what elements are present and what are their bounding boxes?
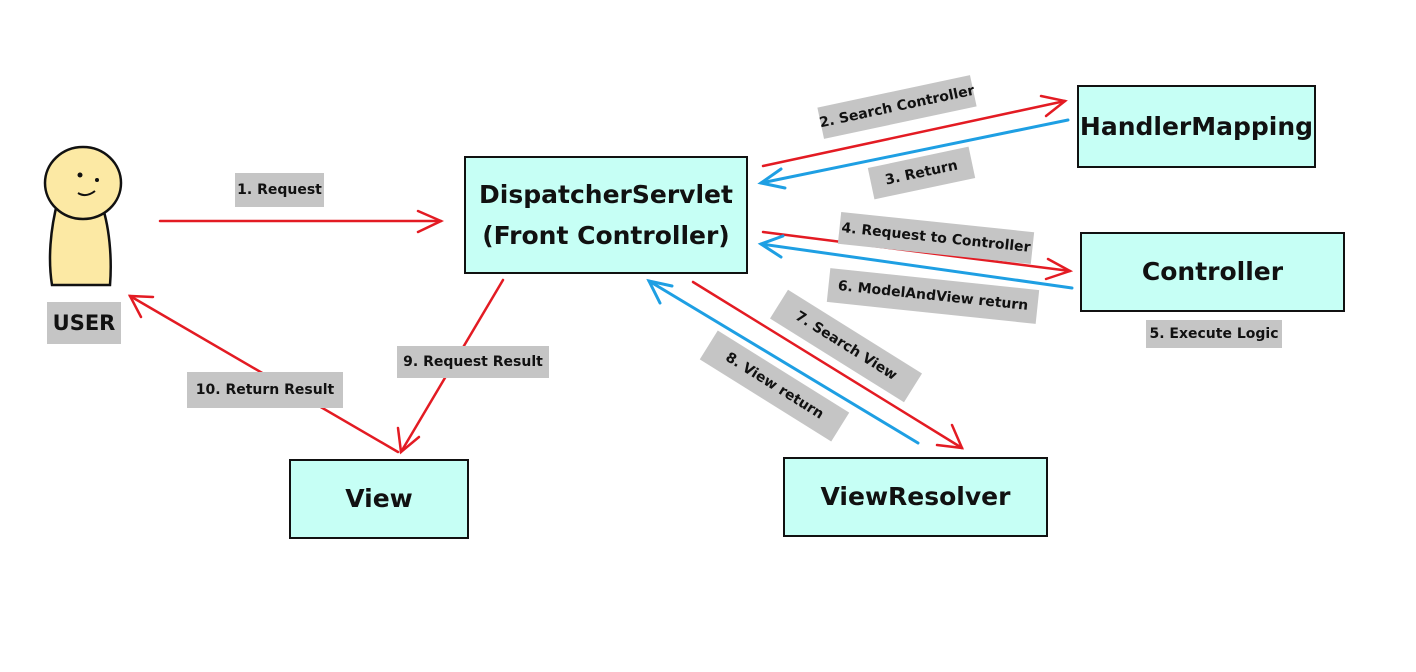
front-controller-subtitle: (Front Controller) xyxy=(482,221,730,250)
controller-box: Controller xyxy=(1080,232,1345,312)
arrow-8-view-return xyxy=(646,278,920,445)
step-1-label: 1. Request xyxy=(235,173,324,207)
arrow-2-search-controller xyxy=(761,94,1068,168)
view-box: View xyxy=(289,459,469,539)
step-10-label: 10. Return Result xyxy=(187,372,343,408)
step-5-label: 5. Execute Logic xyxy=(1146,320,1282,348)
arrow-6-modelandview-return xyxy=(757,234,1074,290)
arrow-3-return xyxy=(757,118,1070,190)
dispatcher-servlet-title: DispatcherServlet xyxy=(479,179,733,209)
step-9-label: 9. Request Result xyxy=(397,346,549,378)
view-resolver-box: ViewResolver xyxy=(783,457,1048,537)
arrow-1-request xyxy=(158,209,445,234)
stick-figure-user-icon xyxy=(43,145,123,287)
arrow-7-search-view xyxy=(691,280,965,450)
dispatcher-servlet-box: DispatcherServlet (Front Controller) xyxy=(464,156,748,274)
handler-mapping-box: HandlerMapping xyxy=(1077,85,1316,168)
user-label: USER xyxy=(47,302,121,344)
